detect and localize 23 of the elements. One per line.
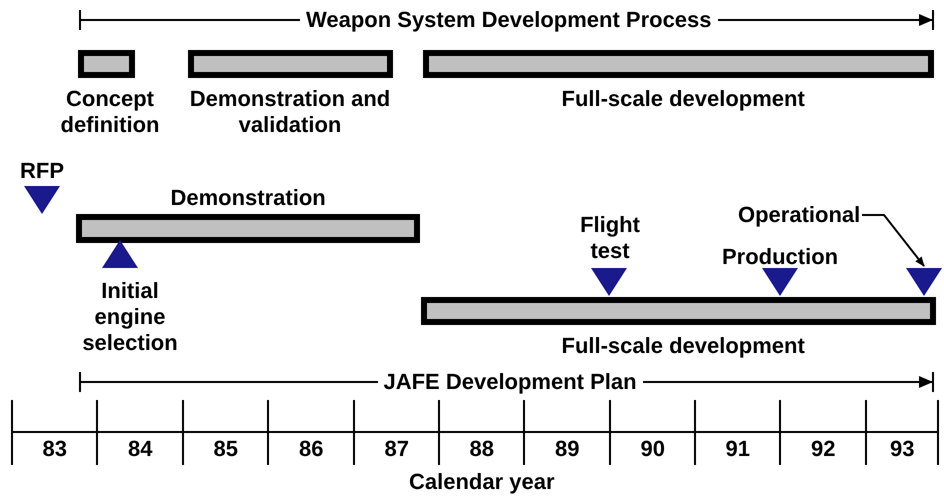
year-label: 83 bbox=[42, 436, 67, 462]
year-label: 91 bbox=[726, 436, 750, 462]
year-label: 85 bbox=[214, 436, 238, 462]
year-label: 89 bbox=[555, 436, 580, 462]
phase-label: Demonstration and validation bbox=[188, 86, 392, 138]
year-label: 87 bbox=[384, 436, 409, 462]
phase-label: Demonstration bbox=[170, 185, 326, 211]
milestone-label: Flight test bbox=[579, 212, 641, 264]
callout-text: Operational bbox=[738, 202, 860, 228]
milestone-label: RFP bbox=[20, 158, 64, 184]
year-label: 88 bbox=[470, 436, 494, 462]
year-label: 86 bbox=[299, 436, 324, 462]
phase-label: Concept definition bbox=[60, 86, 160, 138]
year-label: 93 bbox=[890, 436, 914, 462]
axis-title: Calendar year bbox=[409, 469, 555, 495]
milestone-label: Initial engine selection bbox=[81, 278, 179, 356]
phase-label: Full-scale development bbox=[562, 333, 805, 359]
year-label: 90 bbox=[640, 436, 665, 462]
year-label: 84 bbox=[128, 436, 152, 462]
leader-arrow bbox=[862, 214, 925, 267]
milestone-label: Production bbox=[722, 244, 838, 270]
year-label: 92 bbox=[811, 436, 836, 462]
phase-label: Full-scale development bbox=[562, 86, 805, 112]
